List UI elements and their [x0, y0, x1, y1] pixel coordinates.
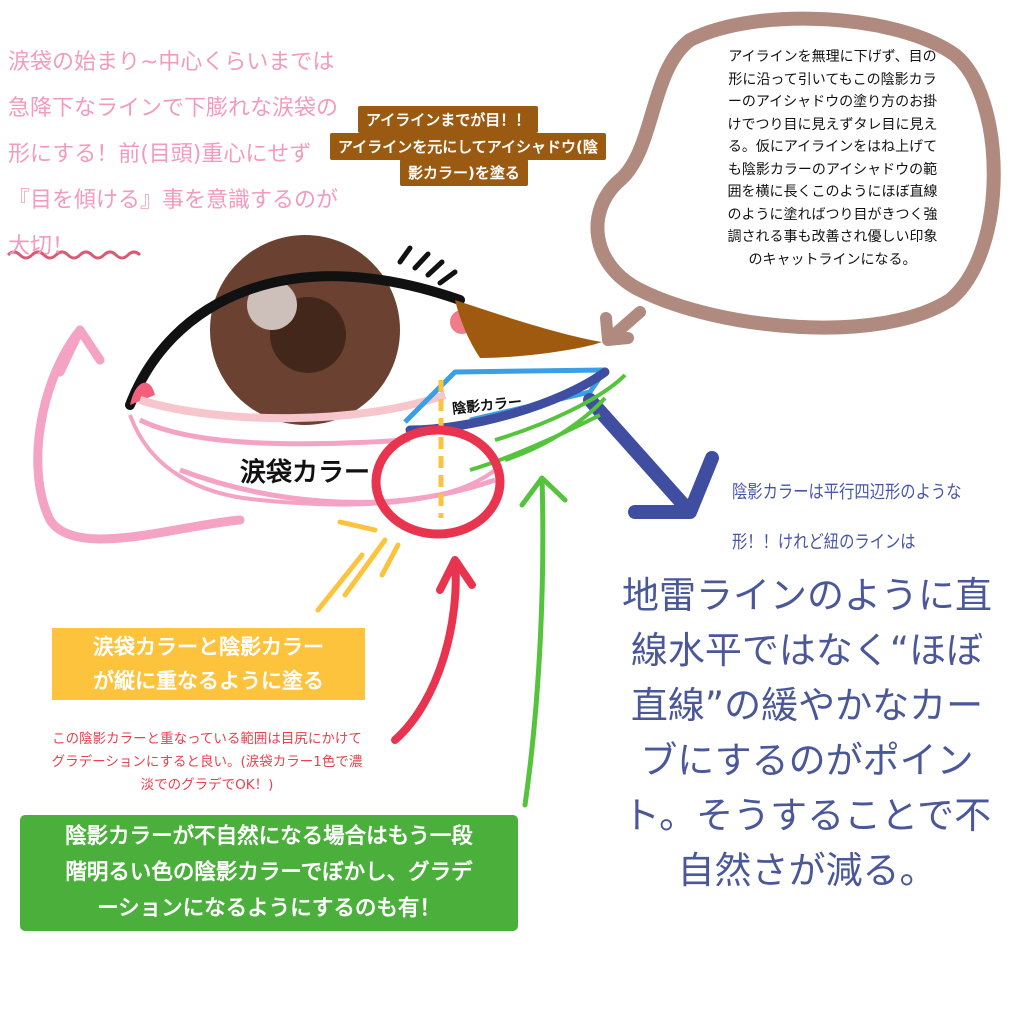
wavy-underline — [6, 250, 142, 260]
pink-note-line: 涙袋の始まり~中心くらいまでは — [8, 50, 335, 75]
eyeliner-tag: アイラインまでが目！！ — [358, 106, 539, 133]
red-note: この陰影カラーと重なっている範囲は目尻にかけて グラデーションにすると良い。(涙… — [8, 728, 406, 797]
red-note-line: この陰影カラーと重なっている範囲は目尻にかけて — [52, 731, 362, 747]
overlap-circle — [371, 425, 505, 539]
yellow-rays — [315, 519, 401, 613]
green-note-line: 陰影カラーが不自然になる場合はもう一段 — [65, 824, 473, 849]
speech-bubble-text: アイラインを無理に下げず、目の 形に沿って引いてもこの陰影カラ ーのアイシャドウ… — [700, 46, 965, 271]
upper-eyelid — [125, 271, 465, 410]
red-note-line: 淡でのグラデでOK！) — [140, 777, 274, 793]
bubble-tail — [600, 306, 646, 346]
bubble-line: のように塗ればつり目がきつく強 — [727, 206, 938, 223]
bubble-line: る。仮にアイラインをはね上げて — [727, 139, 938, 155]
blue-note-line: ト。そうすることで不 — [622, 794, 992, 837]
lower-lid — [138, 391, 447, 423]
bubble-line: 形に沿って引いてもこの陰影カラ — [728, 71, 937, 88]
navy-arrow — [583, 393, 719, 519]
blue-note-small: 陰影カラーは平行四辺形のような — [732, 482, 962, 503]
pink-note-line: 『目を傾ける』事を意識するのが — [8, 188, 339, 213]
pink-note-line: 形にする！前(目頭)重心にせず — [8, 142, 312, 167]
green-note: 陰影カラーが不自然になる場合はもう一段 階明るい色の陰影カラーでぼかし、グラデ … — [20, 815, 518, 931]
eyeliner-wing — [455, 300, 602, 358]
green-note-line: 階明るい色の陰影カラーでぼかし、グラデ — [65, 860, 473, 885]
red-note-line: グラデーションにすると良い。(涙袋カラー1色で濃 — [51, 754, 363, 770]
bubble-line: のキャットラインになる。 — [748, 251, 917, 268]
bubble-line: 囲を横に長くこのようにほぼ直線 — [727, 184, 938, 200]
blue-note-line: 地雷ラインのように直 — [622, 574, 992, 617]
blue-note-line: ブにするのがポイン — [640, 739, 974, 782]
blue-note-line: 線水平ではなく“ほぼ — [630, 629, 984, 672]
bubble-line: 調される事も改善され優しい印象 — [727, 229, 938, 245]
bubble-line: アイラインを無理に下げず、目の — [728, 49, 937, 65]
red-arrow — [391, 556, 476, 744]
blue-note-line: 自然さが減る。 — [677, 849, 937, 892]
eyelashes — [397, 245, 458, 286]
green-gradation-lines — [469, 373, 627, 472]
green-note-line: ーションになるようにするのも有！ — [97, 896, 441, 921]
bubble-line: けでつり目に見えずタレ目に見え — [727, 116, 938, 133]
pink-tear-bag-guide — [33, 325, 245, 544]
eye-highlight — [247, 280, 297, 330]
yellow-note-line: 涙袋カラーと陰影カラー — [93, 635, 324, 659]
blue-note-line: 直線”の緩やかなカー — [630, 684, 984, 727]
yellow-note-line: が縦に重なるように塗る — [93, 669, 324, 693]
inner-corner — [130, 382, 155, 405]
pink-note-line: 急降下なラインで下膨れな涙袋の — [8, 96, 339, 121]
eyeliner-tag: 影カラー)を塗る — [400, 159, 528, 186]
pink-note: 涙袋の始まり~中心くらいまでは 急降下なラインで下膨れな涙袋の 形にする！前(目… — [8, 40, 338, 270]
blue-note-big: 地雷ラインのように直 線水平ではなく“ほぼ 直線”の緩やかなカー ブにするのがポ… — [622, 568, 992, 898]
speech-bubble-outline — [590, 11, 1001, 335]
pink-note-line: 大切！ — [8, 234, 75, 259]
eyeliner-tag: アイラインを元にしてアイシャドウ(陰 — [330, 133, 606, 160]
yellow-note: 涙袋カラーと陰影カラー が縦に重なるように塗る — [52, 628, 365, 700]
bubble-line: も陰影カラーのアイシャドウの範 — [727, 161, 938, 178]
bubble-line: ーのアイシャドウの塗り方のお掛 — [727, 94, 938, 110]
green-arrow — [519, 475, 568, 808]
blue-note-small: 形！！けれど紐のラインは — [732, 532, 916, 553]
tear-bag-color-label: 涙袋カラー — [240, 458, 371, 488]
tear-bag-outline — [128, 414, 497, 507]
